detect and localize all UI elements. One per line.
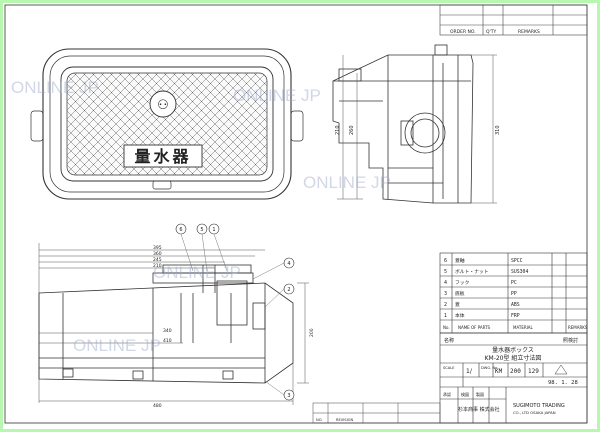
tb-dwg-no-3: 129 (528, 368, 539, 375)
tb-date: 98. 1. 28 (548, 380, 578, 386)
part-balloons (175, 223, 295, 401)
balloon-3: 3 (287, 393, 290, 399)
side-view-dimensions (337, 54, 497, 204)
title-block-grid (439, 332, 588, 424)
parts-row-no: 3 (444, 291, 447, 297)
revision-label: REVISION (336, 418, 353, 422)
parts-row-no: 5 (444, 269, 447, 275)
parts-row-name: 底板 (455, 290, 465, 297)
balloon-5: 5 (200, 227, 203, 233)
tb-checked: 検図 (461, 391, 469, 397)
parts-row-mat: PP (511, 291, 517, 297)
tb-drawn: 製図 (476, 391, 484, 397)
sheet-border (4, 4, 588, 424)
assembly-view (38, 264, 294, 384)
watermark-3: ONLINE JP (303, 173, 391, 192)
technical-drawing: ORDER NO. Q'TY REMARKS ⚇ 量水器 (4, 4, 588, 424)
tb-name-label: 名称 (444, 337, 454, 344)
dim-395: 395 (153, 245, 162, 251)
balloon-4: 4 (287, 261, 290, 267)
lid-name-plate (123, 144, 203, 168)
parts-row-no: 4 (444, 280, 447, 286)
parts-row-no: 2 (444, 302, 447, 308)
lid-logo-circle (149, 90, 177, 118)
tb-dwg-no-1: KM (495, 368, 503, 375)
order-table (439, 4, 588, 36)
side-view (332, 44, 474, 204)
balloon-2: 2 (287, 287, 290, 293)
order-no-header: ORDER NO. (450, 29, 476, 35)
dim-245: 245 (153, 257, 162, 263)
dim-210b: 210 (153, 263, 162, 269)
parts-header-remarks: REMARKS (568, 325, 588, 330)
tb-company-jp: 杉本商事 株式会社 (458, 406, 500, 413)
drawing-sheet: ORDER NO. Q'TY REMARKS ⚇ 量水器 (3, 3, 597, 429)
tb-scale: 1/ (466, 368, 473, 375)
lid-name-text: 量水器 (134, 147, 191, 166)
balloon-leaders (180, 233, 285, 396)
watermark-4: ONLINE JP (153, 263, 241, 282)
parts-row-name: 蓋軸 (455, 257, 465, 264)
balloon-1: 1 (212, 227, 215, 233)
parts-row-no: 1 (444, 313, 447, 319)
watermark-1: ONLINE JP (11, 78, 99, 97)
dim-310: 310 (495, 125, 501, 135)
dim-410: 410 (163, 338, 172, 344)
parts-row-name: 本体 (455, 312, 465, 319)
tb-check-label: 照検討 (563, 337, 578, 344)
tb-approved: 承認 (443, 391, 451, 397)
parts-row-mat: FRP (511, 313, 520, 319)
dim-480: 480 (153, 403, 162, 409)
dim-210: 210 (335, 125, 341, 135)
watermark-2: ONLINE JP (233, 86, 321, 105)
parts-row-mat: SPCC (511, 258, 523, 264)
watermark-5: ONLINE JP (73, 336, 161, 355)
parts-header-name: NAME OF PARTS (458, 325, 491, 330)
lid-logo-mark: ⚇ (157, 98, 169, 113)
tb-company-en: SUGIMOTO TRADING (513, 403, 565, 409)
tb-dwg-label: DWG. No. (481, 366, 498, 370)
dim-360: 360 (153, 251, 162, 257)
tb-dwg-no-2: 200 (510, 368, 521, 375)
revision-triangle (554, 364, 568, 375)
tb-scale-label: SCALE (443, 366, 455, 370)
parts-row-mat: ABS (511, 302, 520, 308)
parts-row-name: 蓋 (455, 301, 460, 308)
tb-model: KM-20型 組立寸法図 (485, 354, 542, 362)
parts-list-grid (439, 252, 588, 334)
revision-table (312, 402, 441, 424)
remarks-header: REMARKS (518, 29, 540, 35)
parts-list-rows: 6 蓋軸 SPCC 5 ボルト・ナット SUS304 4 フック PC 3 底板 PP 2 蓋 ABS 1 本体… (444, 257, 528, 319)
balloon-6: 6 (179, 227, 182, 233)
dim-260: 260 (349, 125, 355, 135)
parts-header-no: No. (443, 325, 450, 330)
parts-row-name: フック (455, 280, 470, 286)
parts-header-material: MATERIAL (513, 325, 534, 330)
assembly-dimensions (38, 243, 309, 405)
revision-no-label: NO. (316, 418, 323, 422)
dim-200-vertical: 200 (309, 328, 315, 337)
top-view: ⚇ 量水器 (30, 48, 304, 200)
parts-row-mat: SUS304 (511, 269, 528, 275)
qty-header: Q'TY (486, 29, 497, 35)
parts-row-mat: PC (511, 280, 517, 286)
parts-row-name: ボルト・ナット (455, 268, 489, 275)
dim-340: 340 (163, 328, 172, 334)
tb-product: 量水器ボックス (492, 346, 534, 354)
tb-company-sub: CO., LTD OSAKA JAPAN (513, 410, 556, 415)
parts-row-no: 6 (444, 258, 447, 264)
